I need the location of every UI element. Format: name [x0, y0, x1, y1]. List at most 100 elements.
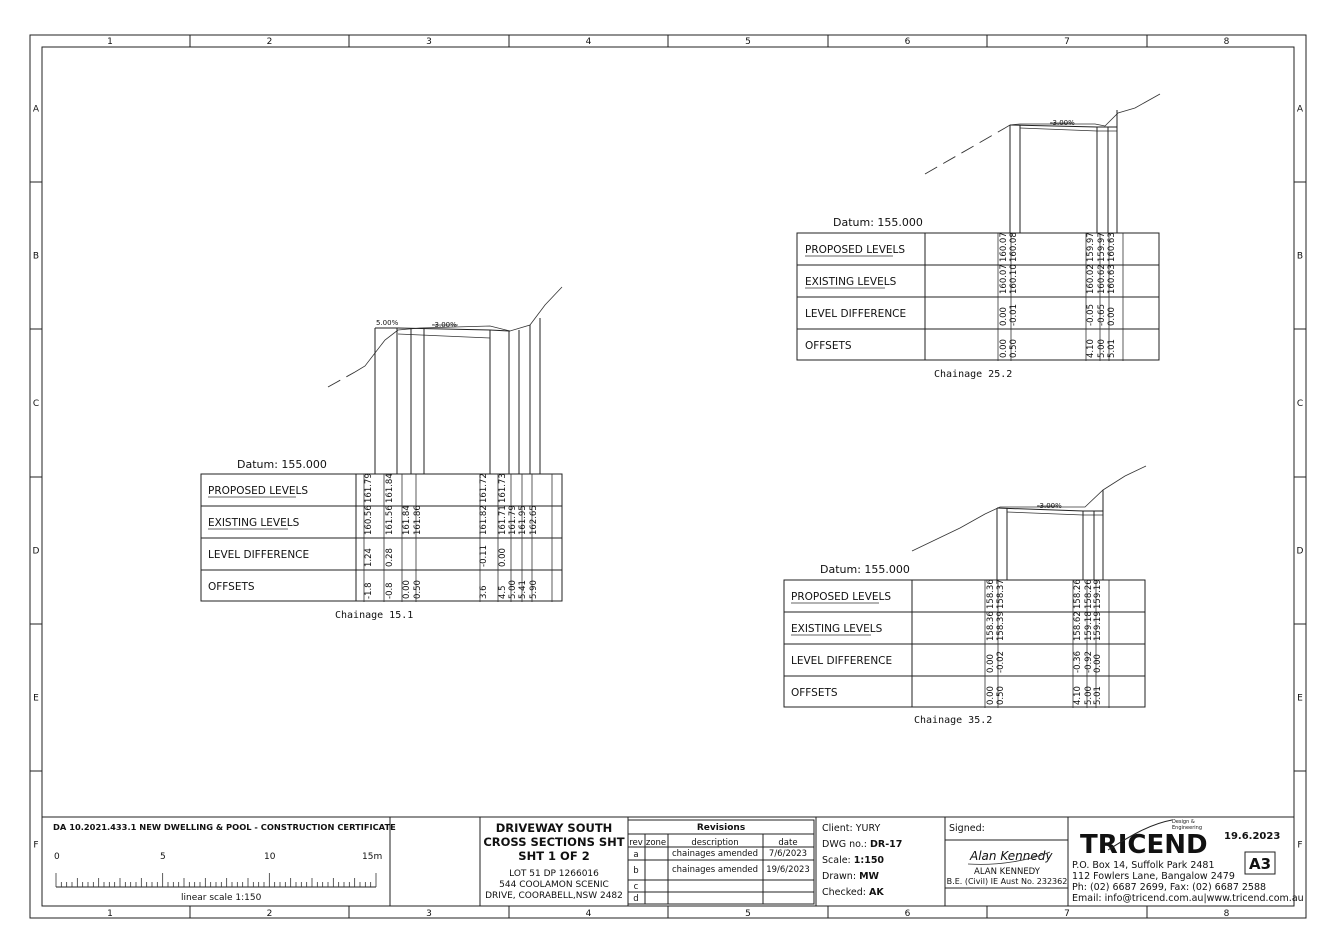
grid-column-label: 1	[107, 909, 113, 919]
chainage-label: Chainage 35.2	[914, 715, 992, 726]
level-value: 5.00	[1097, 339, 1107, 358]
level-value: 0.50	[413, 580, 423, 599]
revisions-title: Revisions	[697, 823, 745, 833]
level-value: -0.65	[1097, 304, 1107, 326]
address-line: LOT 51 DP 1266016	[509, 869, 599, 879]
level-value: 160.02	[1086, 264, 1096, 294]
drawn-label: Drawn:	[822, 871, 856, 882]
revisions-header: rev	[629, 838, 643, 848]
svg-text:Client: YURY: Client: YURY	[822, 823, 880, 834]
grid-column-label: 3	[426, 37, 432, 47]
revisions-header: date	[778, 838, 797, 848]
row-label: LEVEL DIFFERENCE	[805, 308, 906, 320]
sheet-frame	[29, 34, 1307, 919]
issue-date: 19.6.2023	[1224, 831, 1280, 842]
dwg-label: DWG no.:	[822, 839, 867, 850]
grid-column-label: 8	[1224, 909, 1230, 919]
datum-label: Datum: 155.000	[237, 458, 327, 471]
grid-row-label: D	[33, 547, 40, 557]
grid-row-label: C	[33, 399, 39, 409]
level-value: 162.65	[529, 505, 539, 535]
level-value: -0.11	[479, 545, 489, 567]
grid-column-label: 7	[1064, 37, 1070, 47]
grid-row-label: D	[1297, 547, 1304, 557]
company-phone: Ph: (02) 6687 2699, Fax: (02) 6687 2588	[1072, 882, 1266, 893]
level-value: 0.50	[1009, 339, 1019, 358]
level-value: 161.82	[479, 505, 489, 535]
revision-date: 7/6/2023	[769, 849, 807, 859]
level-value: 5.00	[508, 580, 518, 599]
grid-row-label: E	[1297, 694, 1303, 704]
level-value: 5.01	[1107, 339, 1117, 358]
chainage-label: Chainage 25.2	[934, 369, 1012, 380]
signature-area: Signed: Alan Kennedy ALAN KENNEDY B.E. (…	[945, 823, 1068, 889]
scale-tick-label: 0	[54, 852, 60, 862]
grid-column-label: 5	[745, 909, 751, 919]
row-label: OFFSETS	[791, 687, 838, 699]
svg-text:Scale: 1:150: Scale: 1:150	[822, 855, 884, 866]
linear-scale-bar: 0 5 10 15m linear scale 1:150	[54, 852, 382, 903]
level-value: 158.36	[986, 611, 996, 641]
level-value: 5.41	[518, 580, 528, 599]
engineer-name: ALAN KENNEDY	[974, 867, 1041, 877]
grade-label: -3.00%	[1050, 119, 1075, 127]
svg-text:Drawn: MW: Drawn: MW	[822, 871, 880, 882]
level-value: 160.10	[1009, 264, 1019, 294]
level-value: 4.5	[498, 585, 508, 599]
revision-rev: d	[633, 894, 638, 904]
grid-row-label: F	[33, 841, 38, 851]
level-value: 161.86	[413, 505, 423, 535]
grid-column-label: 2	[267, 37, 273, 47]
level-value: -0.92	[1084, 651, 1094, 673]
level-value: 0.00	[1107, 307, 1117, 326]
level-value: 0.00	[1093, 654, 1103, 673]
level-value: 5.00	[1084, 686, 1094, 705]
grid-column-label: 8	[1224, 37, 1230, 47]
level-value: 159.97	[1086, 232, 1096, 262]
row-label: LEVEL DIFFERENCE	[208, 549, 309, 561]
grid-column-label: 7	[1064, 909, 1070, 919]
level-value: 161.84	[385, 473, 395, 503]
level-value: 160.08	[1009, 232, 1019, 262]
svg-text:Checked: AK: Checked: AK	[822, 887, 884, 898]
level-value: 158.36	[986, 579, 996, 609]
engineer-signature: Alan Kennedy	[969, 849, 1053, 863]
revision-date: 19/6/2023	[766, 865, 810, 875]
level-value: 161.95	[518, 505, 528, 535]
section-profile	[327, 286, 563, 474]
engineer-credentials: B.E. (Civil) IE Aust No. 232362	[947, 877, 1068, 886]
revisions-table: Revisions rev zone description date a ch…	[627, 819, 815, 905]
section-chainage-25-2: -3.00% Datum: 155.000 PROPOSED LEVELSEXI…	[796, 93, 1161, 380]
level-value: -1.8	[364, 582, 374, 599]
client-label: Client:	[822, 823, 853, 834]
scale-value: 1:150	[854, 855, 885, 866]
dwg-value: DR-17	[870, 839, 902, 850]
grid-row-label: B	[1297, 252, 1303, 262]
level-value: 161.84	[402, 505, 412, 535]
grade-label: -3.00%	[432, 321, 457, 329]
drawing-info: Client: YURY DWG no.: DR-17 Scale: 1:150…	[822, 823, 902, 898]
level-value: 160.07	[999, 264, 1009, 294]
grid-column-label: 4	[586, 37, 592, 47]
level-value: 161.71	[498, 505, 508, 535]
level-value: 161.73	[498, 473, 508, 503]
signed-label: Signed:	[949, 823, 985, 834]
scale-tick-label: 5	[160, 852, 166, 862]
level-value: 160.63	[1107, 232, 1117, 262]
level-value: 160.07	[999, 232, 1009, 262]
level-value: 4.10	[1086, 339, 1096, 358]
grade-label: -3.00%	[1037, 502, 1062, 510]
level-value: 159.18	[1084, 611, 1094, 641]
level-value: 3.6	[479, 585, 489, 599]
row-label: EXISTING LEVELS	[208, 517, 300, 529]
datum-label: Datum: 155.000	[833, 216, 923, 229]
level-value: 0.00	[986, 686, 996, 705]
level-value: 0.00	[999, 307, 1009, 326]
row-label: EXISTING LEVELS	[805, 276, 897, 288]
level-value: 158.37	[996, 579, 1006, 609]
level-value: 0.00	[999, 339, 1009, 358]
grid-column-label: 6	[905, 37, 911, 47]
